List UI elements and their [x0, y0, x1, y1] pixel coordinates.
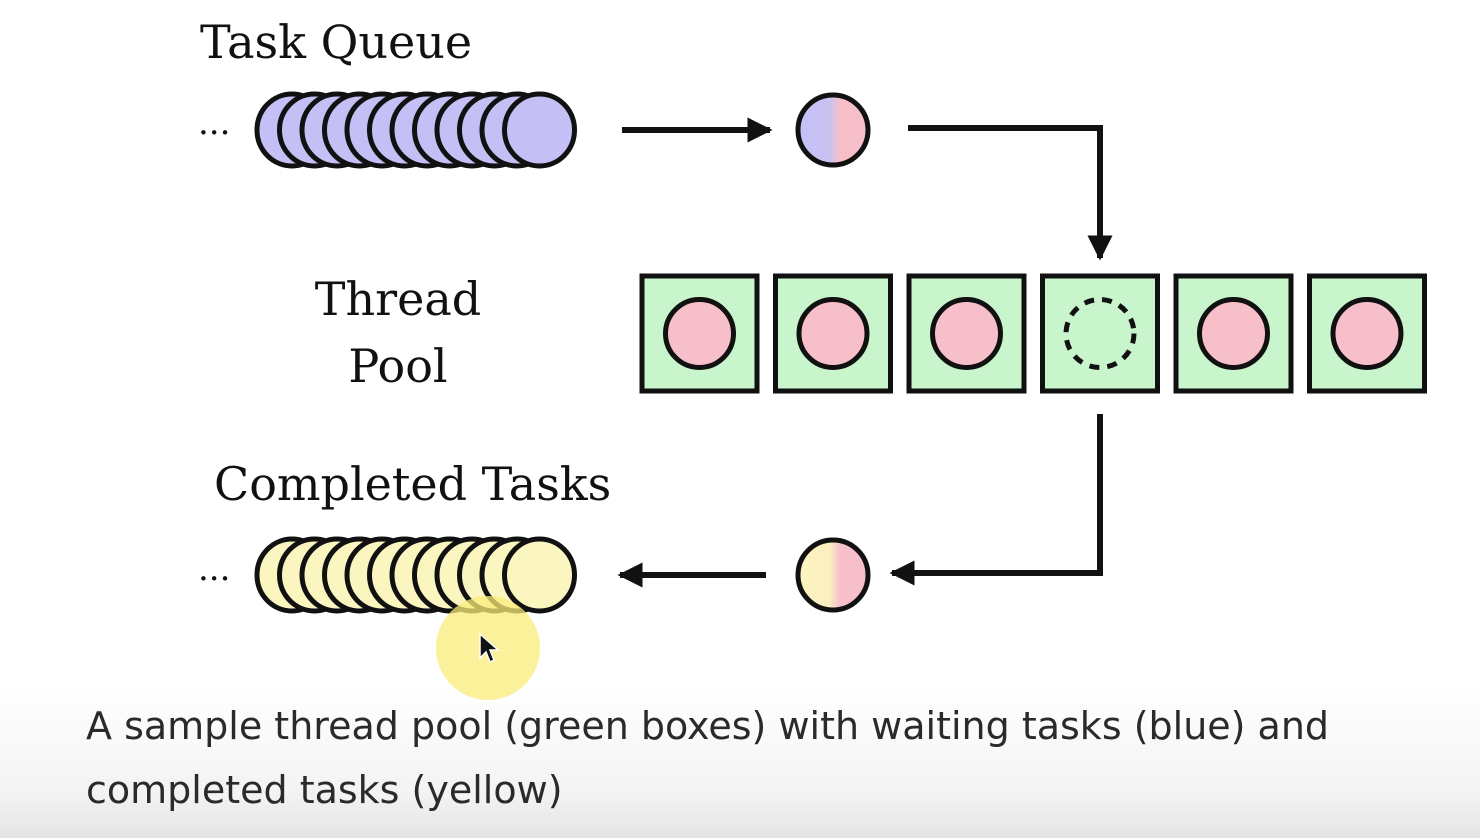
completed-task-queue: [254, 536, 577, 614]
completed-task: [502, 536, 577, 614]
thread-pool-label-line2: Pool: [348, 339, 447, 393]
task-queue-ellipsis: ...: [198, 103, 230, 143]
arrow-task-to-pool: [908, 125, 1113, 261]
thread-pool: [639, 273, 1427, 394]
running-task: [796, 297, 870, 370]
finished-task-circle: [795, 537, 871, 613]
thread-slot: [773, 273, 893, 394]
waiting-task-queue: [254, 91, 577, 169]
dequeued-task-circle: [795, 92, 871, 168]
completed-tasks-label: Completed Tasks: [214, 457, 611, 511]
running-task: [930, 297, 1003, 370]
running-task: [1197, 297, 1270, 370]
figure-caption: A sample thread pool (green boxes) with …: [86, 704, 1330, 812]
idle-thread-slot: [1063, 297, 1137, 370]
arrow-pool-to-finished: [889, 414, 1103, 586]
running-task: [663, 297, 736, 370]
waiting-task: [502, 91, 577, 169]
thread-slot: [1040, 273, 1160, 394]
thread-slot: [639, 273, 760, 394]
task-queue-label: Task Queue: [200, 15, 472, 69]
thread-slot: [906, 273, 1027, 394]
running-task: [1330, 297, 1404, 370]
thread-slot: [1173, 273, 1294, 394]
thread-box: [1040, 273, 1160, 394]
thread-pool-label-line1: Thread: [315, 272, 481, 326]
caption-background: [0, 688, 1480, 838]
thread-slot: [1307, 273, 1427, 394]
mouse-pointer-icon: [479, 632, 500, 664]
completed-queue-ellipsis: ...: [198, 549, 230, 589]
